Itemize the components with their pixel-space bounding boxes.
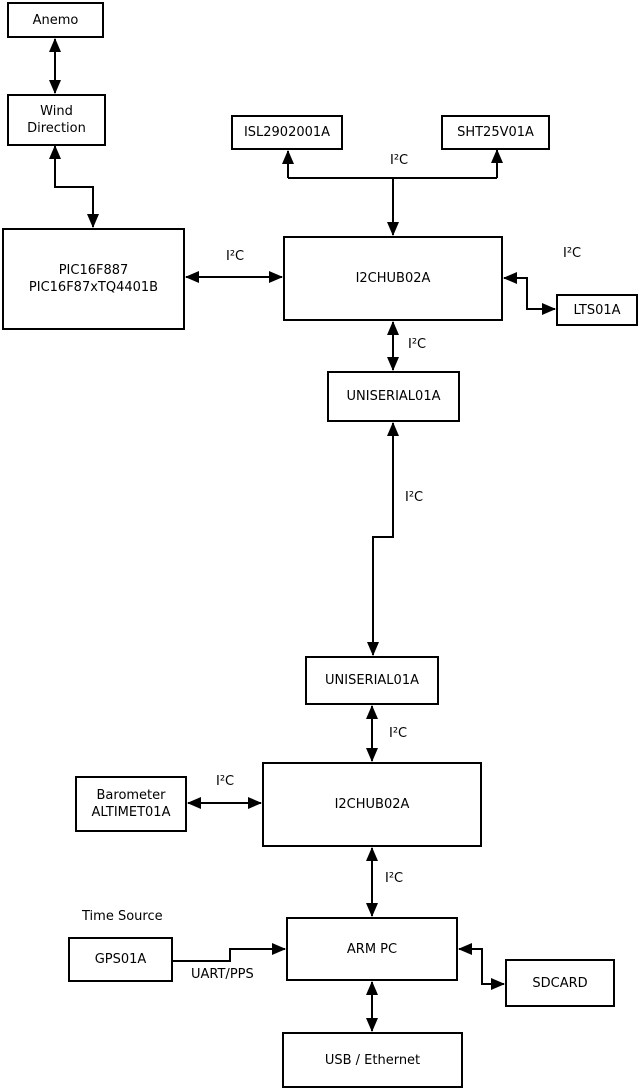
node-label: ALTIMET01A (91, 805, 171, 820)
node-label: ARM PC (346, 941, 398, 957)
node-label: I2CHUB02A (355, 271, 431, 286)
node-lts01a: LTS01A (556, 294, 638, 326)
node-usb-ethernet: USB / Ethernet (282, 1032, 463, 1088)
edge-uniserial-top-uniserial-bottom (367, 422, 399, 656)
node-label: Anemo (32, 12, 79, 28)
node-label: LTS01A (573, 302, 621, 318)
node-label: I2CHUB02A (334, 797, 410, 812)
node-label: UNISERIAL01A (346, 389, 441, 404)
node-sht25v01a: SHT25V01A (441, 115, 550, 150)
node-i2chub02a-top: I2CHUB02A (283, 236, 503, 321)
edge-i2chub-top-lts (503, 272, 556, 315)
bus-label-i2c-pic: I²C (226, 249, 245, 264)
node-label: PIC16F87xTQ4401B (28, 280, 159, 295)
node-wind-direction: Wind Direction (7, 94, 106, 146)
node-anemo: Anemo (7, 2, 104, 38)
node-uniserial01a-top: UNISERIAL01A (327, 371, 460, 422)
node-barometer-altimet01a: Barometer ALTIMET01A (75, 776, 187, 832)
edge-winddirection-pic (49, 145, 99, 228)
label-time-source: Time Source (82, 909, 163, 924)
node-label: SDCARD (532, 975, 588, 991)
node-label: ISL2902001A (243, 125, 331, 140)
bus-label-i2c-sensors: I²C (390, 153, 409, 168)
node-label: Wind (40, 104, 73, 119)
bus-label-i2c-uniserial-hub: I²C (389, 726, 408, 741)
node-gps01a: GPS01A (68, 937, 173, 982)
edge-armpc-sdcard (458, 943, 505, 990)
bus-label-i2c-lts: I²C (563, 246, 582, 261)
bus-label-i2c-armpc: I²C (385, 871, 404, 886)
bus-label-i2c-hub-uniserial: I²C (408, 337, 427, 352)
bus-label-i2c-barometer: I²C (216, 774, 235, 789)
node-uniserial01a-bottom: UNISERIAL01A (305, 656, 439, 705)
node-pic16f887: PIC16F887 PIC16F87xTQ4401B (2, 228, 185, 330)
node-arm-pc: ARM PC (286, 917, 458, 981)
node-label: Barometer (96, 788, 166, 803)
node-label: USB / Ethernet (324, 1052, 421, 1068)
node-label: PIC16F887 (58, 263, 129, 278)
node-label: Direction (27, 121, 86, 136)
node-label: SHT25V01A (457, 125, 534, 140)
bus-label-i2c-long-link: I²C (405, 490, 424, 505)
edge-gps-armpc (173, 943, 286, 962)
node-label: GPS01A (94, 952, 147, 967)
label-uart-pps: UART/PPS (191, 967, 254, 982)
node-i2chub02a-bottom: I2CHUB02A (262, 762, 482, 847)
node-isl2902001a: ISL2902001A (231, 115, 343, 150)
node-sdcard: SDCARD (505, 959, 615, 1007)
node-label: UNISERIAL01A (325, 673, 419, 688)
